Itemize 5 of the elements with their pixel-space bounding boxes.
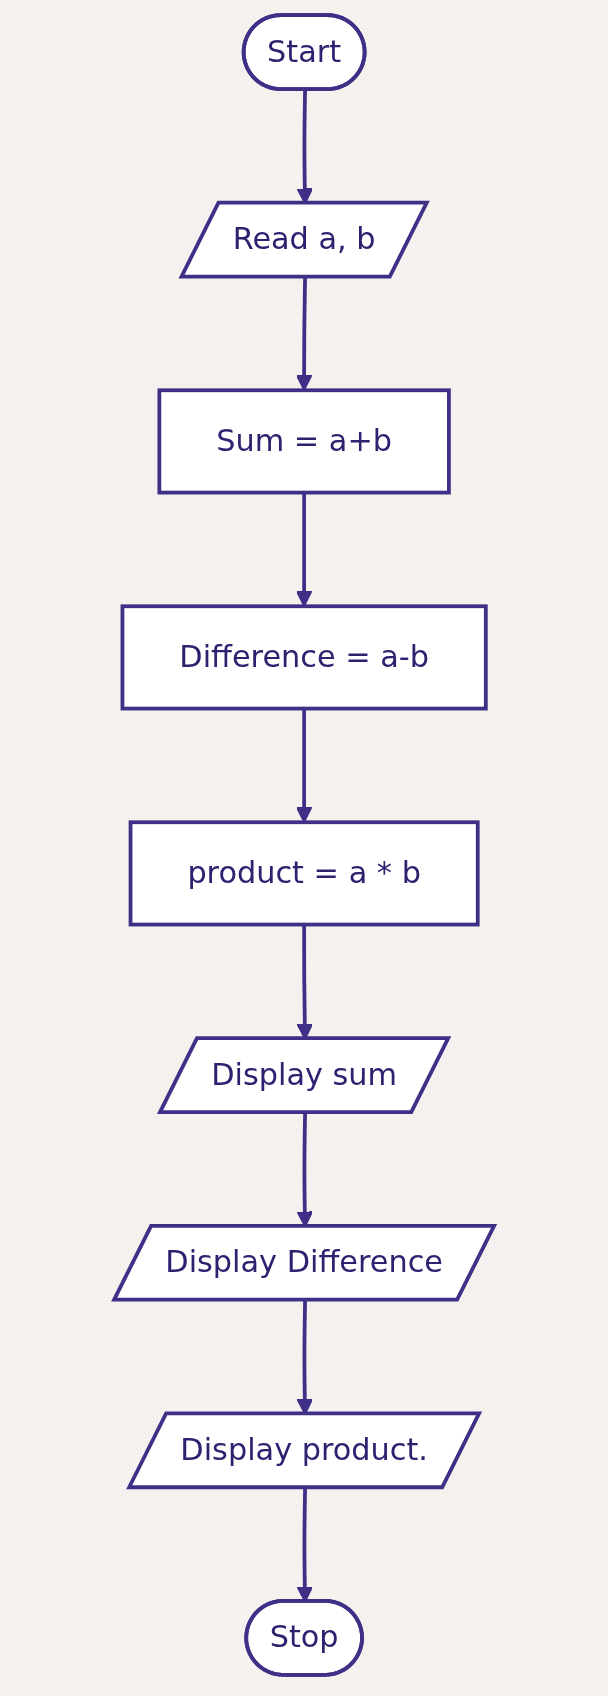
node-box: Sum = a+b — [157, 388, 451, 495]
arrow — [295, 708, 313, 823]
node-box: product = a * b — [128, 820, 480, 927]
arrow — [295, 492, 313, 607]
node-box: Difference = a-b — [120, 604, 488, 711]
